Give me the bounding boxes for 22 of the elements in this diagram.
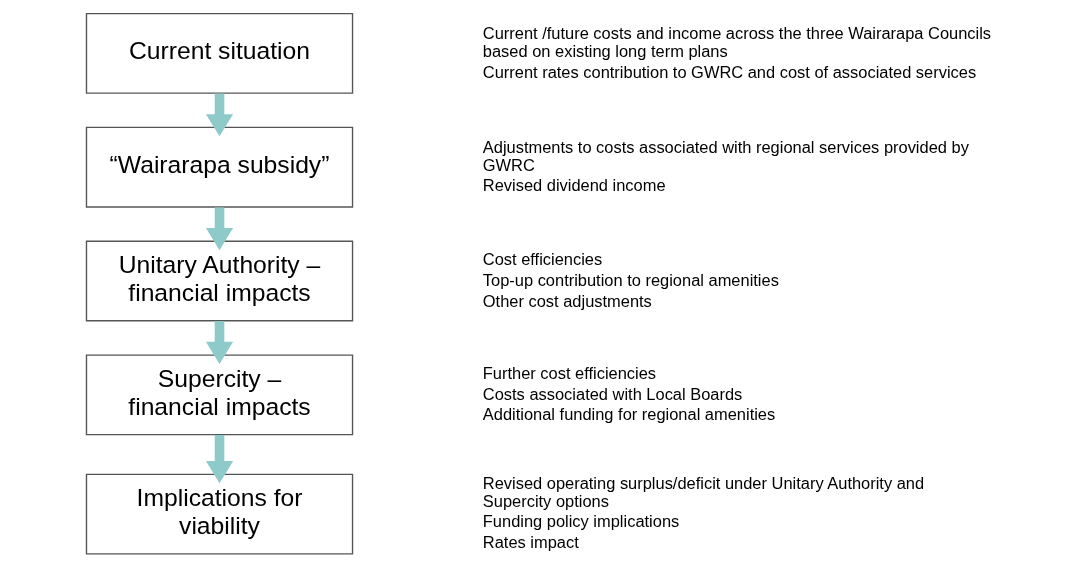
- arrow: [205, 435, 233, 484]
- node-label: Revised operating surplus/deficit under Unitary Authority and Supercity options: [482, 473, 924, 510]
- node-box: “Wairarapa subsidy”: [85, 126, 353, 208]
- arrow: [205, 321, 233, 364]
- node-label: Top-up contribution to regional amenities: [482, 270, 779, 289]
- node-label: Costs associated with Local Boards: [482, 384, 742, 403]
- node-box: Unitary Authority – financial impacts: [85, 240, 353, 322]
- node-label: Current rates contribution to GWRC and cost of associated services: [482, 62, 976, 81]
- node-box: Current situation: [85, 12, 353, 94]
- node-label: Further cost efficiencies: [482, 364, 656, 383]
- arrow: [205, 93, 233, 137]
- node-label: Cost efficiencies: [482, 250, 602, 269]
- node-label: Funding policy implications: [482, 512, 679, 531]
- node-label: Current /future costs and income across the three Wairarapa Councils based on existing long term plans: [482, 24, 991, 60]
- node-label: Rates impact: [482, 532, 579, 551]
- node-label: Revised dividend income: [482, 176, 666, 195]
- node-box: Implications for viability: [85, 473, 353, 555]
- node-label: Other cost adjustments: [482, 291, 652, 310]
- arrow: [205, 207, 233, 251]
- node-label: Adjustments to costs associated with regional services provided by GWRC: [482, 137, 969, 174]
- node-box: Supercity – financial impacts: [85, 354, 353, 436]
- node-label: Additional funding for regional amenities: [482, 405, 775, 424]
